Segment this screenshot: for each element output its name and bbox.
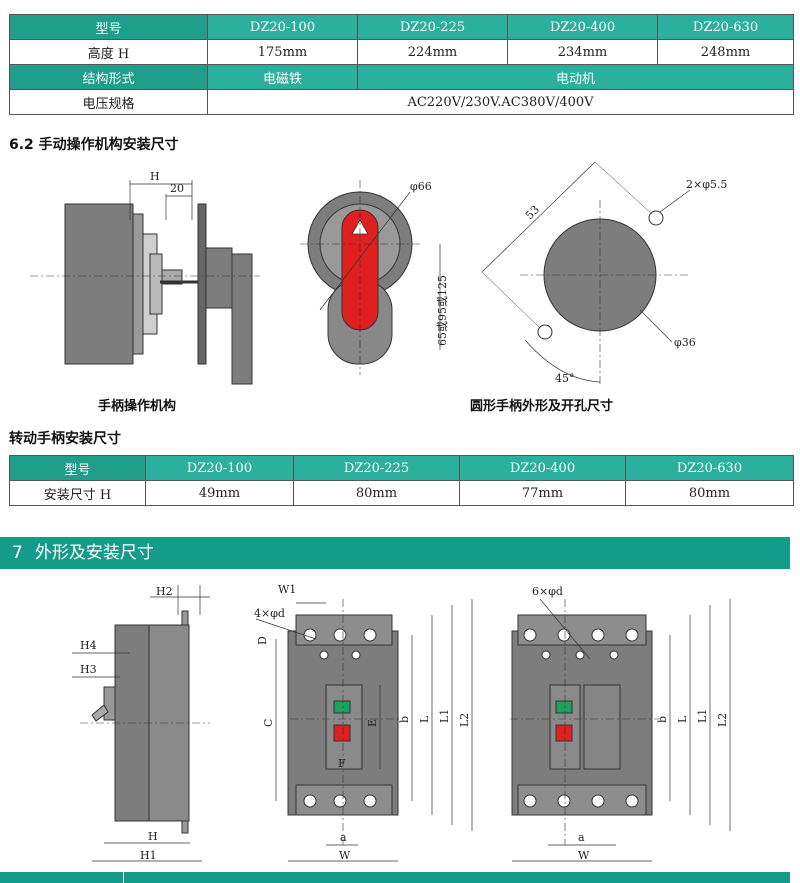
dim-holes-label: 6×φd [532, 585, 563, 598]
voltage-cell: AC220V/230V.AC380V/400V [207, 89, 794, 115]
manual-mechanism-figures: H 20 φ66 65或95或125 53 2×φ5.5 φ36 45° [30, 161, 727, 385]
height-header: 高度 H [9, 39, 208, 65]
table-row: 电压规格 AC220V/230V.AC380V/400V [9, 89, 794, 115]
caption-handle-mechanism: 手柄操作机构 [98, 399, 177, 414]
dim-h2-label: H2 [156, 585, 173, 598]
structure-header: 结构形式 [9, 64, 208, 90]
dim-w-label: W [339, 849, 351, 862]
dim-f-label: F [338, 757, 346, 770]
install-cell: 80mm [293, 480, 460, 506]
side-view-drawing: H2 H4 H3 H H1 [72, 585, 210, 862]
handle-mechanism-drawing: H 20 [30, 170, 260, 385]
install-cell: 49mm [145, 480, 294, 506]
front-view-3pole-drawing: W1 4×φd D C E F b L L1 L2 a W [254, 583, 473, 862]
table-row: 安装尺寸 H 49mm 80mm 77mm 80mm [9, 480, 794, 506]
model-header: 型号 [9, 455, 146, 481]
structure-em-cell: 电磁铁 [207, 64, 358, 90]
voltage-header: 电压规格 [9, 89, 208, 115]
bottom-table-strip [0, 872, 790, 883]
dim-b-label: b [656, 716, 669, 723]
cutout-drawing: 53 2×φ5.5 φ36 45° [481, 161, 727, 385]
dim-20-label: 20 [170, 182, 184, 195]
strip-divider [123, 872, 124, 883]
table-row: 结构形式 电磁铁 电动机 [9, 64, 794, 90]
height-cell: 234mm [507, 39, 658, 65]
section-title-6-2: 6.2 手动操作机构安装尺寸 [9, 137, 179, 153]
dim-phi36-label: φ36 [674, 336, 696, 349]
caption-cutout: 圆形手柄外形及开孔尺寸 [470, 399, 614, 414]
install-cell: 77mm [459, 480, 626, 506]
dim-a-label: a [578, 831, 585, 844]
dim-d-label: D [256, 636, 269, 645]
model-height-table: 型号 DZ20-100 DZ20-225 DZ20-400 DZ20-630 高… [9, 14, 794, 115]
dim-h1-label: H1 [140, 849, 157, 862]
dim-angle-label: 45° [555, 372, 575, 385]
model-cell: DZ20-400 [459, 455, 626, 481]
height-cell: 224mm [357, 39, 508, 65]
dim-holes-label: 4×φd [254, 607, 285, 620]
dim-phi66-label: φ66 [410, 180, 432, 193]
install-header: 安装尺寸 H [9, 480, 146, 506]
model-cell: DZ20-630 [625, 455, 794, 481]
model-cell: DZ20-100 [145, 455, 294, 481]
dim-l1-label: L1 [696, 709, 709, 723]
dim-h3-label: H3 [80, 663, 97, 676]
banner-number: 7 [12, 543, 23, 563]
dim-l2-label: L2 [716, 713, 729, 727]
dim-w-label: W [578, 849, 590, 862]
model-header: 型号 [9, 14, 208, 40]
dim-53-label: 53 [523, 203, 542, 222]
model-cell: DZ20-400 [507, 14, 658, 40]
dim-h-label: H [148, 830, 158, 843]
table-row: 型号 DZ20-100 DZ20-225 DZ20-400 DZ20-630 [9, 14, 794, 40]
banner-title: 外形及安装尺寸 [34, 543, 154, 563]
dim-holes-label: 2×φ5.5 [686, 178, 727, 191]
table-row: 高度 H 175mm 224mm 234mm 248mm [9, 39, 794, 65]
install-size-table: 型号 DZ20-100 DZ20-225 DZ20-400 DZ20-630 安… [9, 455, 794, 506]
dim-a-label: a [340, 831, 347, 844]
dim-e-label: E [366, 719, 379, 727]
structure-motor-cell: 电动机 [357, 64, 794, 90]
front-view-4pole-drawing: 6×φd b L L1 L2 a W [510, 585, 731, 862]
table-row: 型号 DZ20-100 DZ20-225 DZ20-400 DZ20-630 [9, 455, 794, 481]
dim-h4-label: H4 [80, 639, 97, 652]
install-cell: 80mm [625, 480, 794, 506]
dim-l-label: L [676, 715, 689, 723]
dim-vertical-label: 65或95或125 [436, 275, 449, 346]
height-cell: 175mm [207, 39, 358, 65]
round-handle-drawing: φ66 65或95或125 [300, 180, 449, 375]
model-cell: DZ20-225 [357, 14, 508, 40]
model-cell: DZ20-225 [293, 455, 460, 481]
dim-b-label: b [398, 716, 411, 723]
dim-w1-label: W1 [278, 583, 296, 596]
section-title-rotary: 转动手柄安装尺寸 [9, 431, 121, 447]
dim-h-label: H [150, 170, 160, 183]
section-banner-7: 7 外形及安装尺寸 [0, 537, 790, 569]
dim-c-label: C [262, 719, 275, 727]
model-cell: DZ20-630 [657, 14, 794, 40]
dim-l2-label: L2 [458, 713, 471, 727]
dim-l-label: L [418, 715, 431, 723]
model-cell: DZ20-100 [207, 14, 358, 40]
dim-l1-label: L1 [438, 709, 451, 723]
outline-figures: H2 H4 H3 H H1 W1 4×φd D C E F [72, 583, 731, 862]
height-cell: 248mm [657, 39, 794, 65]
